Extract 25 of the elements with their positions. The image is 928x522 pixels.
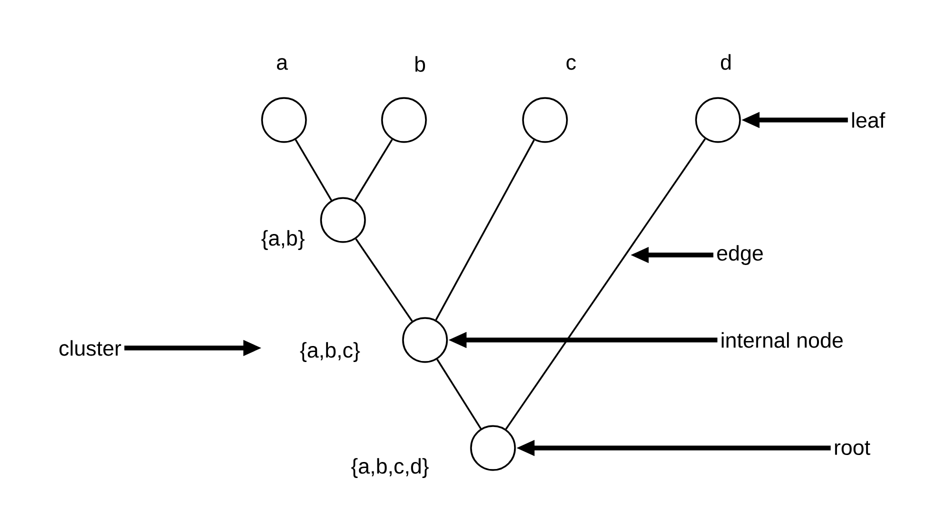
node-label: b — [415, 56, 426, 72]
tree-edge — [355, 238, 413, 322]
node-label: {a,b,c} — [300, 342, 360, 362]
tree-node — [402, 317, 448, 363]
tree-edge — [435, 140, 535, 320]
tree-edge — [294, 139, 332, 201]
tree-edge — [436, 358, 482, 430]
annotation-text: root — [835, 441, 870, 455]
tree-node — [381, 97, 427, 143]
node-label: {a,b,c,d} — [351, 458, 429, 478]
annotation-text: leaf — [852, 112, 886, 128]
node-label: {a,b} — [261, 230, 305, 250]
annotation-text: edge — [717, 245, 763, 265]
tree-node — [695, 97, 741, 143]
node-label: a — [276, 58, 288, 70]
tree-node — [470, 425, 516, 471]
annotation-text: cluster — [59, 340, 122, 356]
tree-node — [261, 97, 307, 143]
tree-edge — [354, 139, 393, 201]
tree-node — [320, 197, 366, 243]
node-label: d — [720, 54, 731, 70]
tree-node — [522, 97, 568, 143]
annotation-text: internal node — [722, 332, 843, 348]
node-label: c — [566, 58, 576, 70]
tree-edge — [505, 138, 706, 430]
